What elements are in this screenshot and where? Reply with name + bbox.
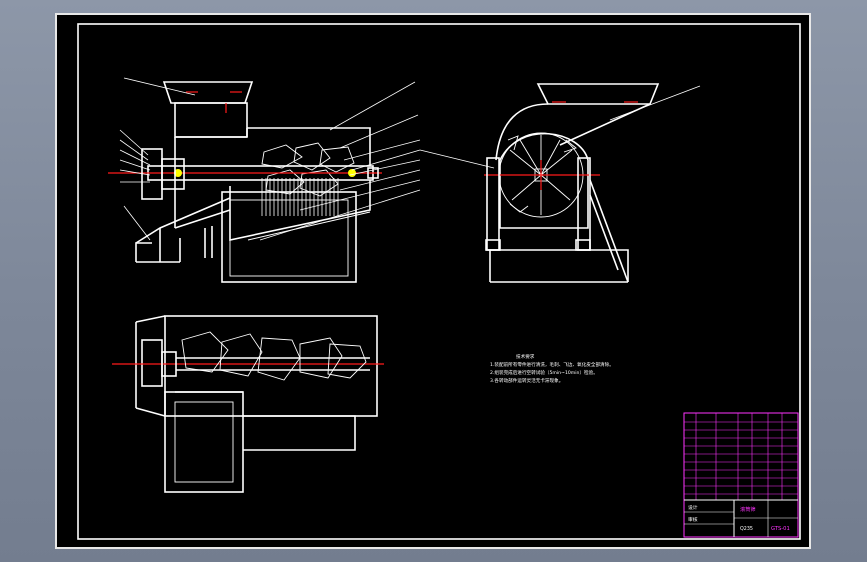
material-text: Q235 — [740, 526, 753, 532]
title-text: 滚筒筛 — [740, 505, 756, 513]
notes-heading: 技术要求 — [516, 353, 535, 360]
drawing-sheet — [55, 13, 811, 549]
drawing-frame — [77, 23, 801, 540]
front-view — [108, 77, 421, 283]
checker-label: 审核 — [688, 516, 698, 523]
technical-notes: 技术要求 1.装配前所有零件进行清洗，毛刺、飞边、氧化皮全部清除。 2.组装完成… — [490, 353, 614, 384]
title-block: 滚筒筛 GTS-01 Q235 设计 审核 — [683, 412, 799, 538]
designer-label: 设计 — [688, 504, 698, 511]
notes-line-1: 1.装配前所有零件进行清洗，毛刺、飞边、氧化皮全部清除。 — [490, 361, 614, 368]
top-view — [112, 315, 384, 493]
side-view — [419, 83, 701, 283]
drawing-number: GTS-01 — [771, 526, 790, 532]
notes-line-3: 3.各转动部件运转灵活无卡滞现象。 — [490, 377, 563, 384]
notes-line-2: 2.组装完成后进行空转试验（5min~10min）检验。 — [490, 369, 598, 376]
